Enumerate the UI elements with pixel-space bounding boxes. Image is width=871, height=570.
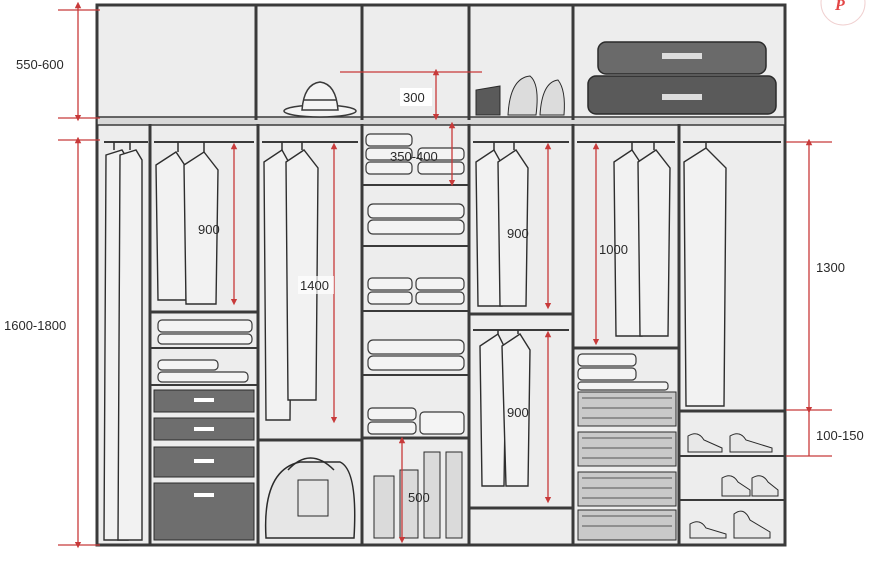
dim-top-shelf-height: 550-600 [16,57,64,72]
dim-short-hanging-a: 900 [198,222,220,237]
dim-shoe-gap: 100-150 [816,428,864,443]
drawers [153,389,255,541]
svg-text:P: P [834,0,845,14]
bag-icon [475,75,565,116]
coat-icon [103,147,727,541]
dim-lower-hanging: 900 [507,405,529,420]
dimension-lines [58,1,832,549]
folded-clothes [157,133,669,435]
dim-medium-hanging: 1000 [599,242,628,257]
dim-folded-clothes-shelf: 350-400 [390,149,438,164]
dim-short-hanging-c: 900 [507,226,529,241]
dim-hat-shelf: 300 [403,90,425,105]
bag-icon [264,457,356,539]
shoe-icon [687,433,779,539]
hanger-icon [113,142,707,334]
dim-boots-section: 500 [408,490,430,505]
corner-logo-icon: P [820,0,866,26]
dimension-labels: 550-600 1600-1800 1300 100-150 300 350-4… [2,55,871,505]
hat-icon [283,81,357,118]
basket-icon [577,391,677,541]
boot-icon [373,451,463,539]
dim-long-hanging-b: 1400 [300,278,329,293]
dim-long-hanging: 1300 [816,260,845,275]
dim-hanging-height: 1600-1800 [4,318,66,333]
suitcase-icon [587,41,777,115]
